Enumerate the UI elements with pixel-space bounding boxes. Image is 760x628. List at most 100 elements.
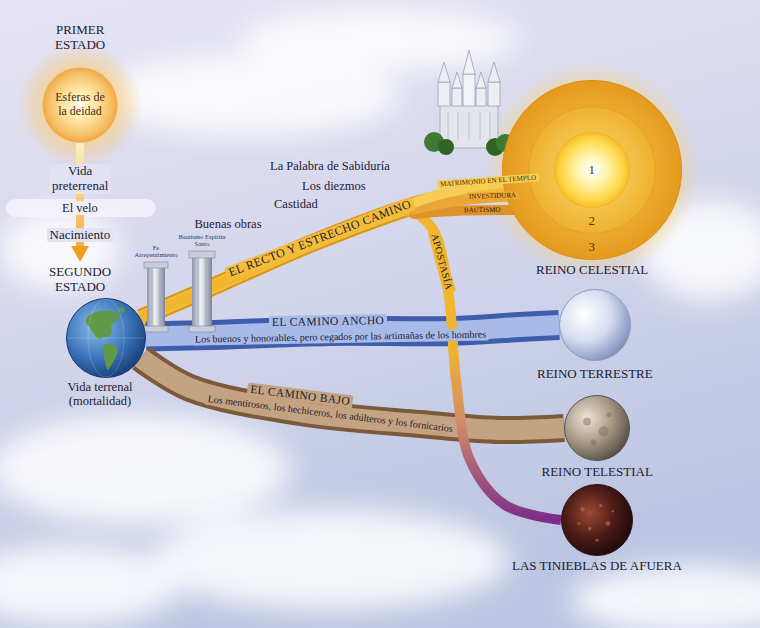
terrestrial-planet: REINO TERRESTRE [559, 289, 631, 361]
apostasy-path [141, 210, 561, 520]
stage-label: Nacimiento [47, 228, 114, 243]
celestial-inner-circle-outline [555, 133, 630, 208]
celestial-inner-circle: 1 [554, 132, 630, 208]
pillar-capital [189, 251, 215, 258]
equator [67, 338, 145, 339]
telestial-planet-outline [565, 396, 630, 461]
outer-darkness-planet: LAS TINIEBLAS DE AFUERA [561, 484, 633, 556]
pillar-capital [144, 262, 168, 268]
degree-number: 1 [587, 163, 598, 178]
temple-window [490, 112, 491, 140]
terrestrial-planet-shape [559, 289, 631, 361]
kingdom-name: REINO CELESTIAL [534, 263, 650, 278]
continents [86, 307, 125, 370]
temple-tower [463, 74, 475, 106]
clouds [0, 10, 760, 628]
surface-spot [605, 521, 610, 526]
temple-tower [452, 88, 462, 106]
life-label: Vida terrenal (mortalidad) [52, 380, 148, 409]
pillar [189, 251, 215, 332]
cloud [0, 545, 180, 625]
outer-darkness-planet-shape [561, 484, 633, 556]
cloud [240, 10, 520, 70]
surface-spot [578, 522, 581, 525]
state-heading: SEGUNDO ESTADO [47, 265, 113, 295]
surface-spot [595, 539, 598, 542]
cloud [570, 565, 760, 628]
celestial-outer-circle: 3REINO CELESTIAL21 [502, 80, 682, 260]
temple-window [458, 112, 459, 140]
land-mass [103, 343, 118, 370]
temple-tower [488, 82, 500, 106]
trees [424, 132, 514, 156]
surface-spot [580, 507, 584, 511]
earth-globe: SEGUNDO ESTADOVida terrenal (mortalidad) [66, 298, 146, 378]
temple-window [448, 112, 449, 140]
earth-globe-outline [67, 299, 146, 378]
tree [438, 139, 454, 155]
premortal-sphere-outline [43, 68, 118, 143]
cloud [150, 510, 510, 610]
virtue-label: Buenas obras [192, 217, 265, 231]
virtue-label: Castidad [271, 197, 321, 211]
celestial-outer-circle-outline [503, 81, 682, 260]
path-name: EL RECTO Y ESTRECHO CAMINO [224, 197, 416, 282]
pillar-shaft [192, 258, 212, 326]
temple-window [480, 112, 481, 140]
pillar-base [189, 326, 215, 332]
kingdom-name: REINO TERRESTRE [535, 367, 655, 382]
stage-label: Vida preterrenal [49, 164, 111, 194]
veil-band [6, 199, 156, 217]
terrestrial-planet-outline [560, 290, 631, 361]
temple-spire [438, 62, 450, 82]
temple-tower [476, 88, 486, 106]
temple-spire [463, 50, 475, 74]
temple-illustration [438, 50, 500, 148]
outer-darkness-planet-outline [562, 485, 633, 556]
surface-spot [591, 440, 597, 446]
path-name: APOSTASÍA [428, 229, 456, 294]
virtue-label: Los diezmos [299, 179, 369, 193]
temple-spire [488, 62, 500, 82]
surface-spot [588, 527, 592, 531]
connector-group [141, 210, 561, 520]
temple-window [469, 112, 470, 140]
path-description: Los buenos y honorables, pero cegados po… [191, 328, 488, 345]
virtue-label: La Palabra de Sabiduría [267, 159, 393, 173]
state-heading: PRIMER ESTADO [53, 23, 107, 53]
sphere-label: Esferas de la deidad [53, 91, 107, 119]
ordinance-label: INVESTIDURA [465, 191, 518, 201]
degree-number: 2 [587, 214, 598, 229]
surface-spot [612, 510, 614, 512]
surface-spot [599, 426, 609, 436]
degree-number: 3 [587, 240, 598, 255]
ordinance-label: MATRIMONIO EN EL TEMPLO [437, 173, 540, 188]
land-mass [86, 310, 119, 340]
land-mass [118, 307, 125, 313]
temple-spire [452, 72, 462, 88]
kingdom-name: REINO TELESTIAL [540, 465, 655, 480]
pillar-base [144, 326, 168, 332]
cloud [0, 415, 290, 525]
celestial-middle-circle: 21 [528, 106, 656, 234]
veil-label: El velo [59, 201, 101, 215]
kingdom-name: LAS TINIEBLAS DE AFUERA [510, 559, 684, 574]
pillar-shaft [147, 268, 165, 326]
telestial-planet-shape [564, 395, 630, 461]
temple-tower [438, 82, 450, 106]
ordinance-label: BAUTISMO [460, 206, 503, 215]
pillar-flute [160, 269, 161, 325]
celestial-middle-circle-outline [529, 107, 656, 234]
surface-spot [583, 417, 591, 425]
pillar [144, 262, 168, 332]
surface-spot [599, 504, 602, 507]
pillar-flute [198, 259, 199, 325]
telestial-planet: REINO TELESTIAL [564, 395, 630, 461]
premortal-sphere: PRIMER ESTADOEsferas de la deidad [42, 67, 118, 143]
temple-spire [476, 72, 486, 88]
earth-globe-shape [66, 298, 146, 378]
pillar-label: Bautismo Espíritu Santo [178, 233, 226, 248]
